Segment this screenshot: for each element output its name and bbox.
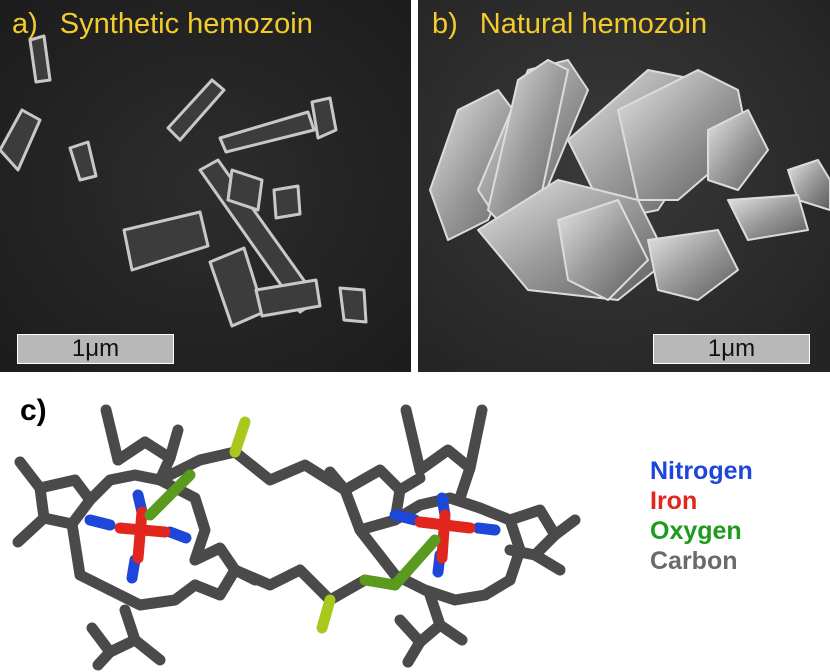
legend-oxygen: Oxygen — [650, 517, 742, 545]
panel-a-title: a) Synthetic hemozoin — [12, 8, 313, 41]
left-nitrogen-bonds — [84, 489, 192, 584]
right-porphyrin-carbon — [324, 404, 581, 668]
panel-c-tag: c) — [20, 394, 47, 427]
scale-bar-a: 1μm — [17, 334, 174, 364]
sem-image-natural — [418, 0, 830, 372]
scale-bar-b: 1μm — [653, 334, 810, 364]
left-oxygen-bonds — [144, 416, 336, 634]
panel-a-title-text: Synthetic hemozoin — [59, 8, 313, 40]
element-legend: Nitrogen Iron Oxygen Carbon — [650, 456, 753, 576]
right-iron — [414, 509, 476, 564]
panel-b-title: b) Natural hemozoin — [432, 8, 707, 41]
sem-panel-synthetic: a) Synthetic hemozoin 1μm — [0, 0, 411, 372]
hemozoin-dimer-structure — [12, 404, 581, 671]
sem-panel-natural: b) Natural hemozoin 1μm — [418, 0, 830, 372]
panel-b-title-text: Natural hemozoin — [479, 8, 708, 40]
legend-carbon: Carbon — [650, 547, 738, 575]
left-iron — [114, 506, 171, 564]
legend-nitrogen: Nitrogen — [650, 457, 753, 485]
sem-image-synthetic — [0, 0, 411, 372]
legend-iron: Iron — [650, 487, 698, 515]
panel-b-tag: b) — [432, 8, 458, 40]
left-porphyrin-carbon — [12, 404, 371, 671]
panel-a-tag: a) — [12, 8, 38, 40]
right-oxygen-bonds — [359, 534, 441, 591]
